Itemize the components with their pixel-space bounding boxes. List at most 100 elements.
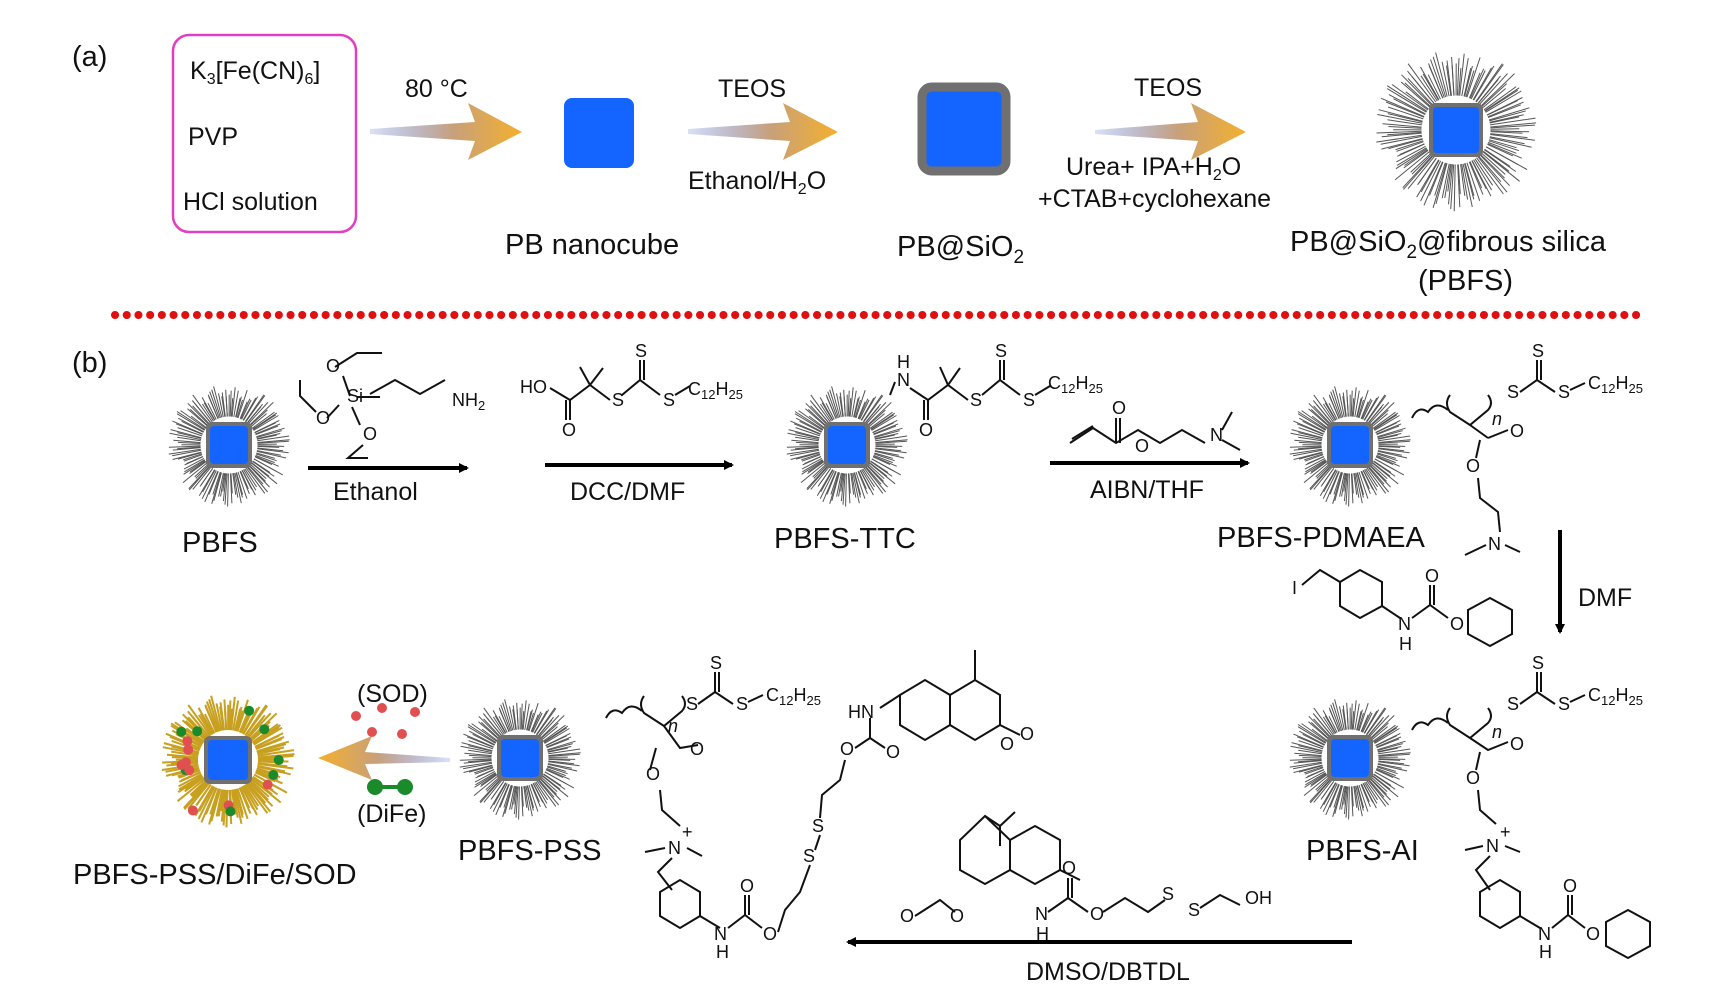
silica-fiber — [1370, 715, 1395, 739]
silica-fiber — [1410, 153, 1432, 173]
silica-fiber — [1378, 748, 1411, 755]
silica-fiber — [1376, 766, 1398, 775]
silica-fiber — [250, 462, 278, 485]
silica-fiber — [831, 472, 840, 502]
silica-fiber — [1378, 445, 1406, 447]
silica-fiber — [1480, 153, 1505, 179]
silica-fiber — [238, 787, 252, 814]
silica-fiber — [242, 785, 259, 811]
silica-fiber — [548, 748, 581, 755]
silica-fiber — [1325, 471, 1340, 503]
silica-fiber — [516, 709, 519, 730]
svg-text:O: O — [1020, 724, 1034, 744]
svg-text:H: H — [1539, 942, 1552, 962]
silica-fiber — [1418, 158, 1437, 184]
silica-fiber — [1435, 52, 1448, 97]
silica-fiber — [499, 709, 510, 732]
silica-fiber — [520, 786, 524, 817]
silica-fiber — [855, 390, 866, 419]
silica-fiber — [1366, 395, 1387, 423]
silica-fiber — [170, 724, 203, 746]
silica-fiber — [486, 717, 503, 737]
silica-fiber — [242, 706, 261, 735]
silica-fiber — [547, 743, 573, 751]
svg-text:N: N — [1538, 924, 1551, 944]
silica-fiber — [169, 432, 202, 440]
silica-fiber — [548, 760, 575, 765]
svg-text:S: S — [686, 694, 698, 714]
silica-fiber — [1313, 466, 1333, 490]
silica-fiber — [468, 754, 492, 757]
silica-fiber — [1484, 149, 1517, 172]
silica-fiber — [1289, 761, 1322, 768]
silica-fiber — [861, 469, 875, 491]
silica-fiber — [858, 470, 867, 490]
silica-fiber — [1352, 700, 1357, 730]
silica-fiber — [210, 695, 222, 732]
silica-fiber — [1298, 730, 1326, 746]
silica-fiber — [248, 464, 266, 482]
silica-fiber — [871, 415, 897, 431]
silica-fiber — [1313, 718, 1331, 738]
silica-fiber — [872, 422, 894, 434]
silica-fiber — [1365, 394, 1386, 422]
silica-fiber — [1334, 472, 1343, 502]
arrow-b-step6 — [318, 736, 450, 780]
silica-fiber — [493, 782, 507, 806]
silica-fiber — [537, 779, 559, 806]
pb-core — [208, 740, 248, 780]
silica-fiber — [1310, 722, 1330, 740]
silica-fiber — [806, 465, 829, 490]
svg-text:N: N — [897, 370, 910, 390]
silica-fiber — [1303, 775, 1329, 796]
silica-fiber — [875, 440, 907, 444]
pb-core — [210, 426, 248, 464]
silica-fiber — [829, 389, 839, 418]
dife-dot — [259, 724, 270, 735]
silica-fiber — [1351, 711, 1355, 730]
silica-fiber — [1462, 163, 1473, 208]
silica-fiber — [1489, 116, 1520, 124]
silica-fiber — [1420, 160, 1442, 202]
silica-fiber — [1343, 473, 1347, 492]
silica-fiber — [1378, 752, 1411, 756]
silica-fiber — [235, 396, 242, 418]
silica-fiber — [1376, 134, 1422, 143]
silica-fiber — [237, 471, 248, 499]
svg-text:C12H25: C12H25 — [1588, 373, 1643, 396]
silica-fiber — [256, 430, 282, 438]
svg-text:O: O — [1425, 566, 1439, 586]
silica-fiber — [1332, 389, 1342, 418]
silica-fiber — [1476, 157, 1504, 195]
b-step4-condition: DMF — [1578, 584, 1632, 612]
silica-fiber — [1473, 65, 1495, 101]
silica-fiber — [1463, 67, 1472, 97]
silica-fiber — [177, 446, 201, 450]
silica-fiber — [1309, 465, 1332, 490]
silica-fiber — [218, 393, 224, 418]
silica-fiber — [1298, 432, 1323, 439]
svg-text:+: + — [682, 822, 693, 842]
silica-fiber — [1298, 740, 1324, 750]
silica-fiber — [807, 460, 824, 473]
silica-fiber — [228, 700, 232, 731]
svg-text:C12H25: C12H25 — [688, 379, 743, 402]
silica-fiber — [1490, 133, 1528, 139]
silica-fiber — [1345, 786, 1349, 818]
silica-fiber — [1322, 470, 1338, 499]
silica-fiber — [254, 456, 273, 466]
silica-fiber — [531, 783, 540, 803]
silica-fiber — [1458, 68, 1462, 96]
silica-fiber — [1310, 409, 1330, 427]
silica-fiber — [459, 758, 492, 761]
silica-fiber — [1308, 721, 1329, 740]
product-pbfs-line2: (PBFS) — [1418, 265, 1513, 297]
svg-text:S: S — [995, 341, 1007, 361]
silica-fiber — [180, 771, 201, 782]
reagent-k3fecn6: K3[Fe(CN)6] — [190, 57, 320, 88]
silica-fiber — [257, 445, 280, 448]
silica-fiber — [1422, 73, 1439, 101]
silica-fiber — [1486, 100, 1518, 116]
silica-fiber — [1378, 445, 1401, 448]
silica-fiber — [468, 759, 492, 763]
